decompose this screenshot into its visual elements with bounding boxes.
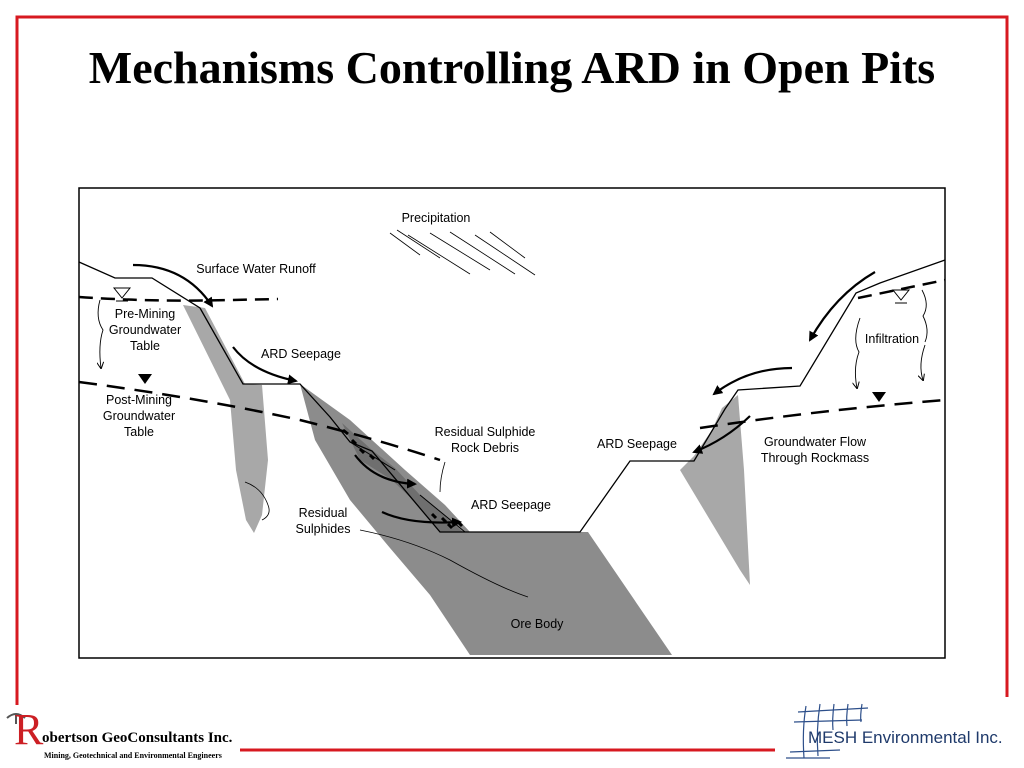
robertson-geoconsultants-logo: R obertson GeoConsultants Inc. Mining, G…: [4, 706, 254, 766]
label-ard-seepage-upper: ARD Seepage: [261, 347, 341, 361]
ard-seepage-lower-arrow: [381, 511, 462, 528]
residual-sulphides-left-body: [183, 305, 268, 533]
post-mining-water-table-left: [78, 380, 441, 462]
water-table-marker-post-left: [138, 374, 152, 384]
label-precipitation: Precipitation: [402, 211, 471, 225]
pit-profile: [78, 259, 946, 533]
water-table-marker-pre-left: [112, 287, 132, 299]
logo-tagline: Mining, Geotechnical and Environmental E…: [44, 751, 222, 760]
label-pre-mining-1: Pre-Mining: [115, 307, 175, 321]
label-residual-debris-1: Residual Sulphide: [435, 425, 536, 439]
flow-arrows: [132, 263, 876, 528]
label-groundwater-flow-1: Groundwater Flow: [764, 435, 867, 449]
post-mining-water-table-right: [699, 398, 946, 430]
leader-lines: [244, 461, 529, 598]
groundwater-flow-arrow: [692, 415, 751, 454]
label-post-mining-3: Table: [124, 425, 154, 439]
ard-seepage-right-upper-arrow: [712, 366, 793, 396]
rock-debris-zone: [342, 423, 463, 532]
label-surface-water-runoff: Surface Water Runoff: [196, 262, 316, 276]
infiltration-arrow: [809, 271, 876, 342]
label-groundwater-flow-2: Through Rockmass: [761, 451, 869, 465]
ard-seepage-mid-arrow: [354, 454, 417, 489]
mesh-icon: [786, 703, 869, 759]
surface-runoff-arrow: [132, 263, 214, 308]
label-ore-body: Ore Body: [511, 617, 565, 631]
slide-title: Mechanisms Controlling ARD in Open Pits: [88, 42, 936, 93]
label-post-mining-1: Post-Mining: [106, 393, 172, 407]
logo-company-name: obertson GeoConsultants Inc.: [42, 730, 233, 746]
pre-mining-water-table-right: [857, 278, 946, 300]
precipitation-lines: [389, 229, 536, 276]
infiltration-wiggles: [98, 289, 928, 388]
label-residual-debris-2: Rock Debris: [451, 441, 519, 455]
label-pre-mining-2: Groundwater: [109, 323, 181, 337]
mesh-company-name: MESH Environmental Inc.: [808, 728, 1003, 747]
label-ard-seepage-lower: ARD Seepage: [471, 498, 551, 512]
ard-seepage-upper-arrow: [232, 346, 298, 385]
label-pre-mining-3: Table: [130, 339, 160, 353]
logo-initial: R: [14, 705, 44, 754]
red-border: [15, 15, 1009, 705]
label-post-mining-2: Groundwater: [103, 409, 175, 423]
label-residual-sulphides-1: Residual: [299, 506, 348, 520]
residual-sulphides-right-body: [680, 395, 750, 585]
water-table-marker-pre-right: [891, 289, 911, 301]
pickaxe-icon: [6, 713, 26, 724]
label-infiltration: Infiltration: [865, 332, 919, 346]
water-table-marker-post-right: [872, 392, 886, 402]
pre-mining-water-table-left: [78, 295, 279, 302]
mesh-environmental-logo: MESH Environmental Inc.: [780, 700, 1020, 764]
ore-body-shape: [300, 384, 672, 655]
label-residual-sulphides-2: Sulphides: [296, 522, 351, 536]
label-ard-seepage-right: ARD Seepage: [597, 437, 677, 451]
